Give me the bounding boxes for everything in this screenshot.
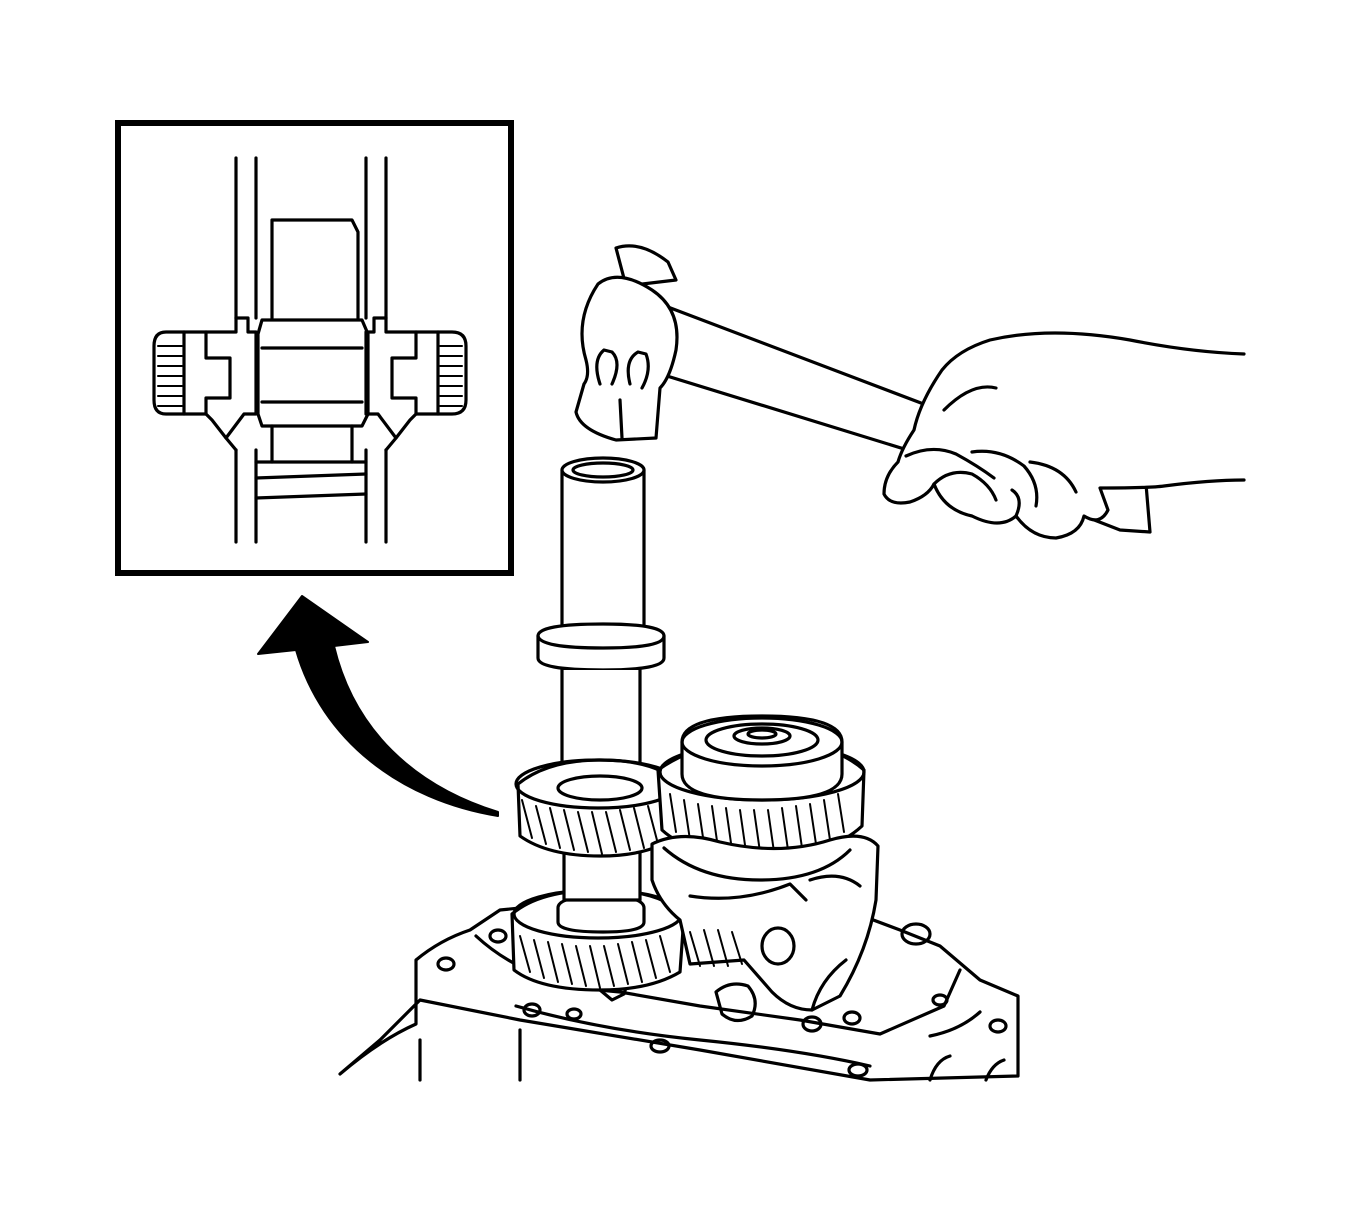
hand-icon (882, 331, 1246, 540)
counter-gear (656, 714, 866, 860)
curved-arrow-icon (257, 595, 499, 817)
shift-fork (650, 834, 880, 1012)
installer-tool (536, 456, 666, 792)
detail-inset-drawing (152, 156, 468, 544)
lower-helical-gear (510, 850, 686, 992)
